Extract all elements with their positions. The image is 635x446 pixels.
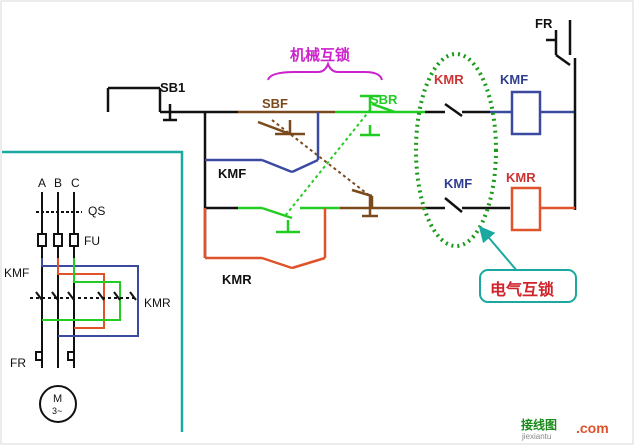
main-circuit (2, 150, 184, 432)
phase-lines (41, 192, 75, 368)
phase-a-label: A (38, 176, 47, 190)
kmf-coil (510, 90, 542, 136)
elec-interlock-arrow (478, 225, 519, 273)
fr-top-contact (546, 20, 577, 210)
fu-fuses (37, 233, 79, 247)
phase-c-label: C (71, 176, 80, 190)
kmf-main-label: KMF (4, 266, 30, 280)
kmr-nc-contact-top (425, 102, 490, 118)
kmr-main-label: KMR (144, 296, 171, 310)
kmf-aux-label: KMF (218, 166, 247, 181)
kmf-nc-contact-lower (425, 197, 510, 213)
mech-link-brown (271, 119, 371, 197)
mech-interlock-label: 机械互锁 (290, 46, 351, 64)
fr-main-label: FR (10, 356, 26, 370)
main-contacts (30, 291, 138, 301)
fr-heater (35, 351, 75, 361)
sbr-contacts (335, 94, 425, 137)
watermark-cjk: 接线图 (521, 418, 558, 432)
kmr-aux-contact (203, 208, 327, 270)
motor-label: M (53, 393, 63, 405)
sbr-lower-contacts (238, 206, 340, 234)
watermark-url: jiexiantu (522, 432, 552, 441)
fu-label: FU (84, 234, 100, 248)
sbf-contacts (238, 110, 335, 136)
sb1-label: SB1 (160, 80, 186, 95)
kmr-aux-label: KMR (222, 272, 252, 287)
elec-interlock-label: 电气互锁 (490, 280, 555, 299)
fr-top-label: FR (535, 16, 553, 31)
mech-link-green (284, 109, 371, 217)
mech-interlock-brace (267, 61, 383, 81)
sb1-button (158, 88, 205, 122)
sbr-label: SBR (370, 92, 398, 107)
qs-label: QS (88, 204, 106, 218)
motor-phase-label: 3~ (52, 406, 63, 416)
kmr-nc-label: KMR (434, 72, 464, 87)
control-circuit (106, 20, 577, 303)
kmr-coil-label: KMR (506, 170, 536, 185)
elec-interlock-ellipse (414, 52, 498, 248)
kmr-coil (510, 186, 542, 232)
kmf-aux-contact (205, 112, 320, 174)
kmf-kmr-crossover (41, 258, 139, 337)
sbf-label: SBF (262, 96, 288, 111)
sbf-lower-contacts (340, 188, 425, 218)
kmf-coil-label: KMF (500, 72, 529, 87)
phase-b-label: B (54, 176, 63, 190)
elec-interlock-box (479, 269, 577, 303)
main-circuit-frame (2, 150, 184, 432)
kmf-nc-label: KMF (444, 176, 473, 191)
motor (39, 385, 77, 423)
watermark-com: .com (576, 420, 609, 436)
